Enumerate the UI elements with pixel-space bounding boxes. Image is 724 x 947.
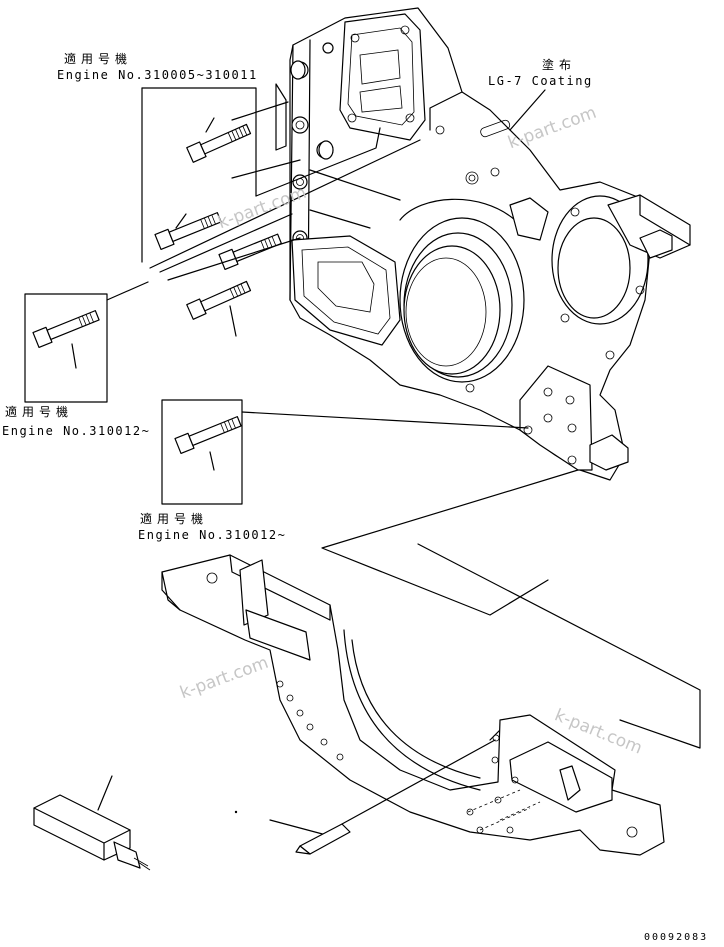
dot-mark [234,810,238,814]
mounting-bolts [32,60,334,455]
top-label-jp: 適用号機 [64,52,133,66]
coating-label-en: LG-7 Coating [488,74,593,88]
mid-label-jp: 適用号機 [140,512,209,526]
mid-label-engine: Engine No.310012~ [138,528,287,542]
drawing-code: 00092083 [644,932,709,943]
top-label-engine-range: Engine No.310005~310011 [57,68,258,82]
left-label-jp: 適用号機 [5,405,74,419]
lower-housing-plate [161,554,665,856]
installation-tool [33,794,151,871]
flywheel-housing [289,7,691,481]
coating-label-jp: 塗布 [542,58,577,72]
callout-lines [24,83,701,837]
left-label-engine: Engine No.310012~ [2,424,151,438]
